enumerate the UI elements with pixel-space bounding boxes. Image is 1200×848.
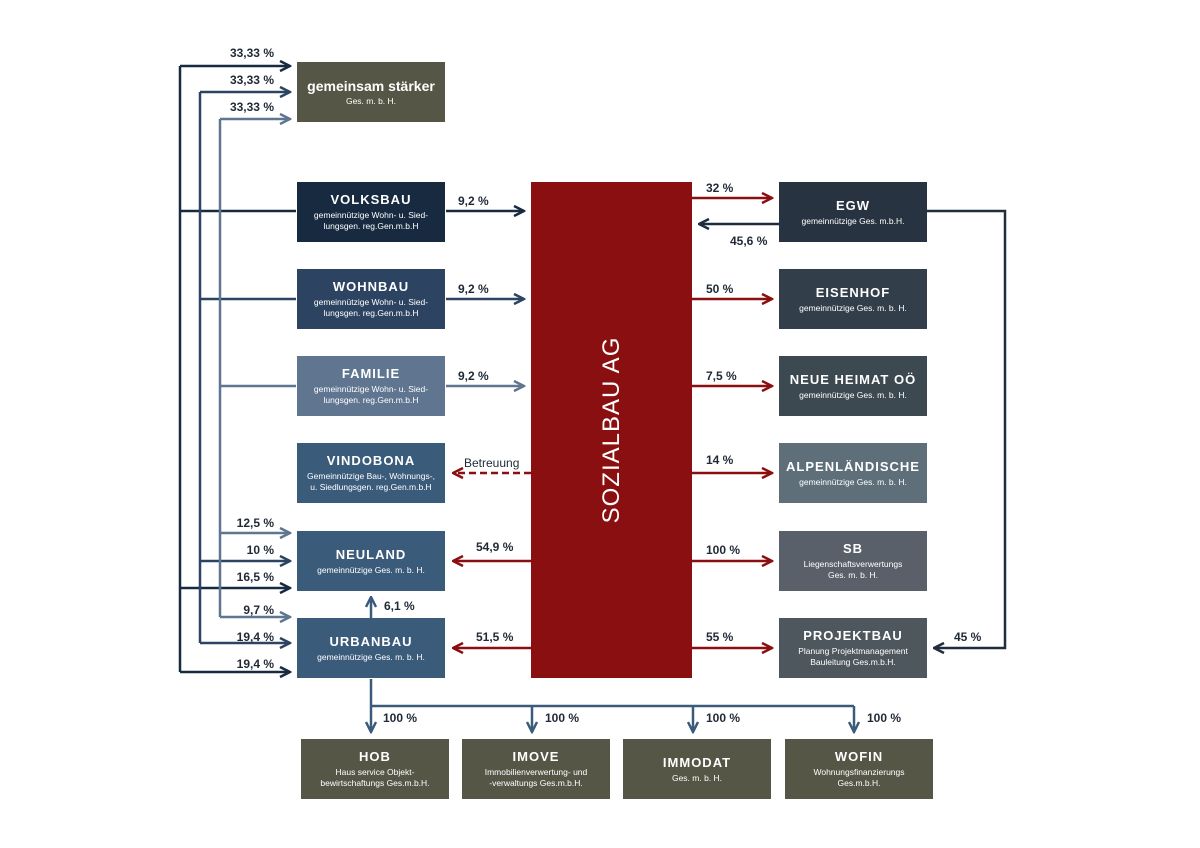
- imove-box: IMOVE Immobilienverwertung- und -verwalt…: [462, 739, 610, 799]
- share-label: 100 %: [867, 711, 902, 725]
- box-title: VOLKSBAU: [330, 192, 412, 207]
- share-label: 45,6 %: [730, 234, 768, 248]
- share-label: 10 %: [246, 543, 274, 557]
- share-label: 14 %: [706, 453, 734, 467]
- projektbau-box: PROJEKTBAU Planung Projektmanagement Bau…: [779, 618, 927, 678]
- share-label: 19,4 %: [236, 630, 274, 644]
- share-label: 33,33 %: [229, 73, 274, 87]
- gemeinsam-staerker-box: gemeinsam stärker Ges. m. b. H.: [297, 62, 445, 122]
- share-label: 55 %: [706, 630, 734, 644]
- box-subtitle: gemeinnützige Ges. m. b. H.: [799, 389, 907, 400]
- box-title: SB: [842, 541, 864, 556]
- box-title: EISENHOF: [815, 284, 891, 300]
- sb-box: SB Liegenschaftsverwertungs Ges. m. b. H…: [779, 531, 927, 591]
- sozialbau-label: SOZIALBAU AG: [597, 336, 625, 524]
- box-subtitle: Haus service Objekt- bewirtschaftungs Ge…: [320, 767, 430, 788]
- box-title: WOFIN: [834, 749, 884, 764]
- egw-to-projektbau-arrow: [927, 209, 1007, 648]
- box-subtitle: gemeinnützige Wohn- u. Sied- lungsgen. r…: [313, 384, 429, 405]
- box-title: IMMODAT: [662, 754, 732, 770]
- urbanbau-box: URBANBAU gemeinnützige Ges. m. b. H.: [297, 618, 445, 678]
- box-subtitle: gemeinnützige Ges. m. b. H.: [799, 302, 907, 313]
- hob-box: HOB Haus service Objekt- bewirtschaftung…: [301, 739, 449, 799]
- box-title: NEUE HEIMAT OÖ: [789, 371, 917, 387]
- egw-box: EGW gemeinnützige Ges. m.b.H.: [779, 182, 927, 242]
- box-title: ALPENLÄNDISCHE: [786, 458, 920, 474]
- betreuung-label: Betreuung: [464, 456, 520, 470]
- box-title: HOB: [359, 749, 391, 764]
- box-subtitle: Liegenschaftsverwertungs Ges. m. b. H.: [803, 559, 903, 580]
- volksbau-box: VOLKSBAU gemeinnützige Wohn- u. Sied- lu…: [297, 182, 445, 242]
- box-subtitle: gemeinnützige Ges. m.b.H.: [801, 215, 905, 226]
- neue-heimat-box: NEUE HEIMAT OÖ gemeinnützige Ges. m. b. …: [779, 356, 927, 416]
- share-label: 50 %: [706, 282, 734, 296]
- share-label: 7,5 %: [706, 369, 737, 383]
- share-label: 33,33 %: [229, 46, 274, 60]
- box-title: EGW: [835, 197, 871, 213]
- box-subtitle: Immobilienverwertung- und -verwaltungs G…: [484, 767, 588, 788]
- share-label: 9,2 %: [458, 282, 489, 296]
- sozialbau-block: SOZIALBAU AG: [531, 182, 692, 678]
- box-subtitle: Wohnungsfinanzierungs Ges.m.b.H.: [813, 767, 905, 788]
- box-title: NEULAND: [335, 546, 407, 562]
- box-subtitle: Gemeinnützige Bau-, Wohnungs-, u. Siedlu…: [307, 471, 435, 492]
- box-title: WOHNBAU: [332, 279, 410, 294]
- share-label: 9,7 %: [243, 603, 274, 617]
- familie-box: FAMILIE gemeinnützige Wohn- u. Sied- lun…: [297, 356, 445, 416]
- share-label: 100 %: [545, 711, 580, 725]
- neuland-box: NEULAND gemeinnützige Ges. m. b. H.: [297, 531, 445, 591]
- box-subtitle: Planung Projektmanagement Bauleitung Ges…: [798, 646, 908, 667]
- box-subtitle: gemeinnützige Wohn- u. Sied- lungsgen. r…: [313, 297, 429, 318]
- share-label: 54,9 %: [476, 540, 514, 554]
- share-label: 6,1 %: [384, 599, 415, 613]
- box-subtitle: gemeinnützige Ges. m. b. H.: [317, 564, 425, 575]
- box-subtitle: gemeinnützige Ges. m. b. H.: [799, 476, 907, 487]
- urbanbau-subsidiary-lines: [371, 679, 854, 732]
- box-subtitle: gemeinnützige Ges. m. b. H.: [317, 651, 425, 662]
- share-label: 9,2 %: [458, 194, 489, 208]
- share-label: 100 %: [706, 543, 741, 557]
- share-label: 16,5 %: [236, 570, 274, 584]
- box-title: gemeinsam stärker: [307, 77, 435, 94]
- immodat-box: IMMODAT Ges. m. b. H.: [623, 739, 771, 799]
- share-label: 45 %: [954, 630, 982, 644]
- familie-ownership-lines: [218, 119, 296, 617]
- share-label: 33,33 %: [229, 100, 274, 114]
- share-label: 51,5 %: [476, 630, 514, 644]
- share-label: 12,5 %: [236, 516, 274, 530]
- share-label: 9,2 %: [458, 369, 489, 383]
- box-subtitle: gemeinnützige Wohn- u. Sied- lungsgen. r…: [313, 210, 429, 231]
- box-title: FAMILIE: [341, 366, 401, 381]
- wohnbau-box: WOHNBAU gemeinnützige Wohn- u. Sied- lun…: [297, 269, 445, 329]
- box-title: IMOVE: [512, 749, 560, 764]
- share-label: 19,4 %: [236, 657, 274, 671]
- eisenhof-box: EISENHOF gemeinnützige Ges. m. b. H.: [779, 269, 927, 329]
- alpenlaendische-box: ALPENLÄNDISCHE gemeinnützige Ges. m. b. …: [779, 443, 927, 503]
- wohnbau-ownership-lines: [198, 92, 296, 643]
- box-subtitle: Ges. m. b. H.: [671, 772, 723, 783]
- box-title: PROJEKTBAU: [803, 628, 903, 643]
- share-label: 100 %: [706, 711, 741, 725]
- wofin-box: WOFIN Wohnungsfinanzierungs Ges.m.b.H.: [785, 739, 933, 799]
- share-label: 32 %: [706, 181, 734, 195]
- box-subtitle: Ges. m. b. H.: [345, 95, 397, 106]
- vindobona-box: VINDOBONA Gemeinnützige Bau-, Wohnungs-,…: [297, 443, 445, 503]
- box-title: VINDOBONA: [326, 453, 416, 468]
- box-title: URBANBAU: [329, 633, 413, 649]
- share-label: 100 %: [383, 711, 418, 725]
